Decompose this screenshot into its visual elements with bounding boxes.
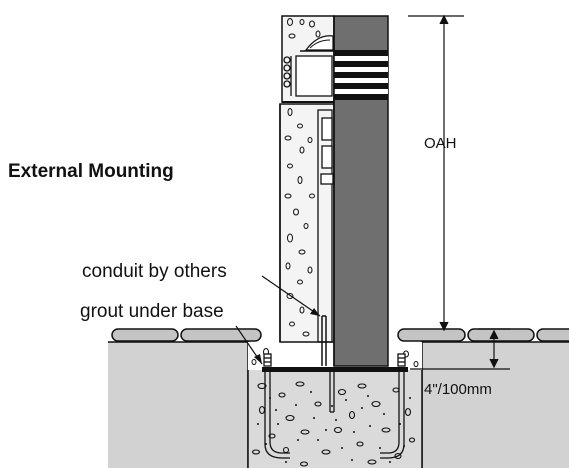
grout-callout: grout under base [80, 301, 224, 322]
paver-stone [467, 328, 535, 342]
post-body [333, 15, 389, 367]
oah-dimension [408, 14, 464, 332]
conduit-callout: conduit by others [82, 261, 227, 282]
oah-label: OAH [424, 135, 457, 152]
louvre-vents [334, 50, 388, 100]
bollard-column [279, 103, 335, 366]
depth-dimension [410, 328, 510, 370]
anchor-bolts [263, 353, 406, 459]
lamp-dome [304, 35, 334, 51]
anchor-bolt-right [380, 353, 406, 459]
anchor-bolt-left [263, 353, 290, 459]
paver-stone [536, 328, 569, 342]
paving-stones [111, 328, 569, 342]
internal-bracket [317, 109, 334, 343]
base-plate [262, 367, 408, 372]
concrete-footing [247, 370, 423, 468]
center-rod [329, 372, 335, 413]
led-module [283, 55, 333, 97]
paver-stone [180, 328, 262, 342]
diagram-title: External Mounting [8, 161, 174, 182]
depth-label: 4"/100mm [424, 381, 492, 398]
conduit-leader [261, 275, 321, 317]
paver-stone [397, 328, 466, 342]
bollard-top [281, 15, 335, 103]
paver-stone [111, 328, 179, 342]
grout-leader [235, 325, 263, 365]
